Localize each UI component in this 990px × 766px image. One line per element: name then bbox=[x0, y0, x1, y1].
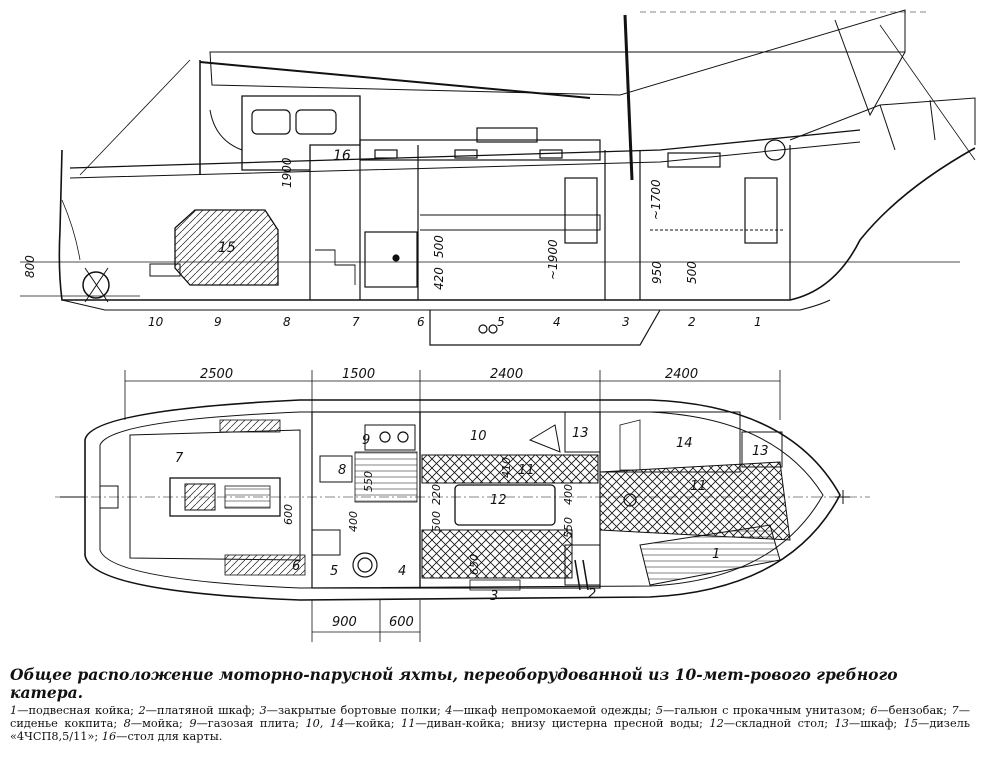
callout-5: 5 bbox=[497, 315, 505, 329]
legend-text: —стол для карты. bbox=[116, 730, 223, 744]
chart-table-label: 16 bbox=[333, 148, 351, 164]
label-7: 7 bbox=[175, 451, 184, 466]
dim-650: 650 bbox=[468, 554, 481, 575]
label-3: 3 bbox=[490, 589, 498, 604]
legend-text: —шкаф непромокаемой одежды; bbox=[452, 704, 656, 717]
caption-title: Общее расположение моторно-парусной яхты… bbox=[10, 665, 898, 702]
callout-3: 3 bbox=[622, 315, 630, 329]
dim-bottom-900: 900 bbox=[332, 615, 357, 630]
legend-text: —складной стол; bbox=[723, 717, 835, 731]
legend-number: 2 bbox=[138, 704, 146, 717]
legend-number: 13 bbox=[834, 717, 849, 731]
callout-9: 9 bbox=[214, 315, 222, 329]
dim-400-fwd: 400 bbox=[562, 484, 575, 505]
yacht-layout-drawing: 15 16 10 9 8 7 6 5 4 3 2 1 800 1900 500 … bbox=[20, 9, 976, 642]
legend-number: 8 bbox=[123, 717, 131, 731]
caption-legend: 1—подвесная койка; 2—платяной шкаф; 3—за… bbox=[10, 704, 970, 744]
label-4: 4 bbox=[398, 564, 406, 579]
legend-number: 4 bbox=[445, 704, 453, 717]
legend-number: 12 bbox=[709, 717, 724, 731]
label-13b: 13 bbox=[752, 444, 769, 459]
label-12: 12 bbox=[490, 493, 507, 508]
callout-2: 2 bbox=[688, 315, 696, 329]
legend-number: 9 bbox=[189, 717, 197, 731]
dim-500-fwd: 500 bbox=[685, 261, 699, 284]
label-1: 1 bbox=[712, 547, 720, 562]
side-view bbox=[20, 9, 976, 346]
dim-1900-saloon: ~1900 bbox=[546, 239, 560, 280]
label-9: 9 bbox=[362, 433, 370, 448]
dim-950: 950 bbox=[650, 261, 664, 284]
dim-410: 410 bbox=[500, 457, 513, 478]
legend-text: —сиденье кокпита; bbox=[10, 704, 970, 731]
callout-6: 6 bbox=[417, 315, 425, 329]
legend-number: 15 bbox=[903, 717, 919, 731]
legend-text: —мойка; bbox=[130, 717, 190, 731]
plan-view-labels: 2500 1500 2400 2400 900 600 7 9 8 10 13 … bbox=[175, 367, 769, 630]
callout-1: 1 bbox=[754, 315, 762, 329]
callout-8: 8 bbox=[283, 315, 291, 329]
legend-text: —гальюн с прокачным унитазом; bbox=[663, 704, 871, 717]
dim-top-2400b: 2400 bbox=[665, 367, 698, 382]
dim-400-galley: 400 bbox=[347, 511, 360, 532]
dim-500-saloon: 500 bbox=[430, 511, 443, 532]
legend-number: 5 bbox=[655, 704, 664, 717]
legend-text: —диван-койка; внизу цистерна пресной вод… bbox=[415, 717, 710, 731]
label-13a: 13 bbox=[572, 426, 589, 441]
callout-7: 7 bbox=[352, 315, 360, 329]
legend-number: 3 bbox=[259, 704, 267, 717]
figure-caption: Общее расположение моторно-парусной яхты… bbox=[10, 666, 970, 744]
legend-text: —платяной шкаф; bbox=[145, 704, 260, 717]
dim-1900-cabin: 1900 bbox=[280, 157, 294, 188]
dim-1700: ~1700 bbox=[649, 179, 663, 220]
plan-view bbox=[55, 370, 870, 642]
legend-text: —шкаф; bbox=[848, 717, 904, 731]
dim-550-fwd: 550 bbox=[562, 517, 575, 538]
dim-800: 800 bbox=[23, 255, 37, 278]
sails bbox=[209, 9, 976, 181]
legend-text: —дизель «4ЧСП8,5/11»; bbox=[10, 717, 970, 744]
label-6: 6 bbox=[292, 559, 300, 574]
side-view-labels: 15 16 10 9 8 7 6 5 4 3 2 1 800 1900 500 … bbox=[23, 148, 762, 329]
dim-bottom-600: 600 bbox=[389, 615, 414, 630]
legend-number: 11 bbox=[401, 717, 416, 731]
engine-label: 15 bbox=[218, 240, 236, 256]
legend-text: —койка; bbox=[344, 717, 402, 731]
legend-number: 10, 14 bbox=[305, 717, 345, 731]
label-10: 10 bbox=[470, 429, 487, 444]
legend-number: 7 bbox=[951, 704, 959, 717]
plan-view-dims: 550 410 220 400 600 400 500 550 650 bbox=[282, 457, 575, 575]
dim-top-2400a: 2400 bbox=[490, 367, 523, 382]
dim-500-berth: 500 bbox=[432, 235, 446, 258]
label-2: 2 bbox=[588, 587, 596, 602]
legend-number: 6 bbox=[870, 704, 878, 717]
label-11a: 11 bbox=[518, 463, 535, 478]
dim-420: 420 bbox=[432, 267, 446, 290]
legend-number: 16 bbox=[101, 730, 117, 744]
dim-top-1500: 1500 bbox=[342, 367, 375, 382]
dim-600: 600 bbox=[282, 504, 295, 525]
dim-top-2500: 2500 bbox=[200, 367, 233, 382]
legend-number: 1 bbox=[10, 704, 18, 717]
label-11b: 11 bbox=[690, 479, 707, 494]
legend-text: —бензобак; bbox=[877, 704, 952, 717]
dim-220: 220 bbox=[430, 484, 443, 505]
callout-10: 10 bbox=[148, 315, 164, 329]
dim-550-galley: 550 bbox=[362, 471, 375, 492]
legend-text: —закрытые бортовые полки; bbox=[266, 704, 446, 717]
legend-text: —подвесная койка; bbox=[17, 704, 139, 717]
label-5: 5 bbox=[330, 564, 338, 579]
label-14: 14 bbox=[676, 436, 693, 451]
label-8: 8 bbox=[338, 463, 346, 478]
anchor-icon bbox=[478, 324, 498, 334]
legend-text: —газозая плита; bbox=[196, 717, 306, 731]
callout-4: 4 bbox=[553, 315, 561, 329]
